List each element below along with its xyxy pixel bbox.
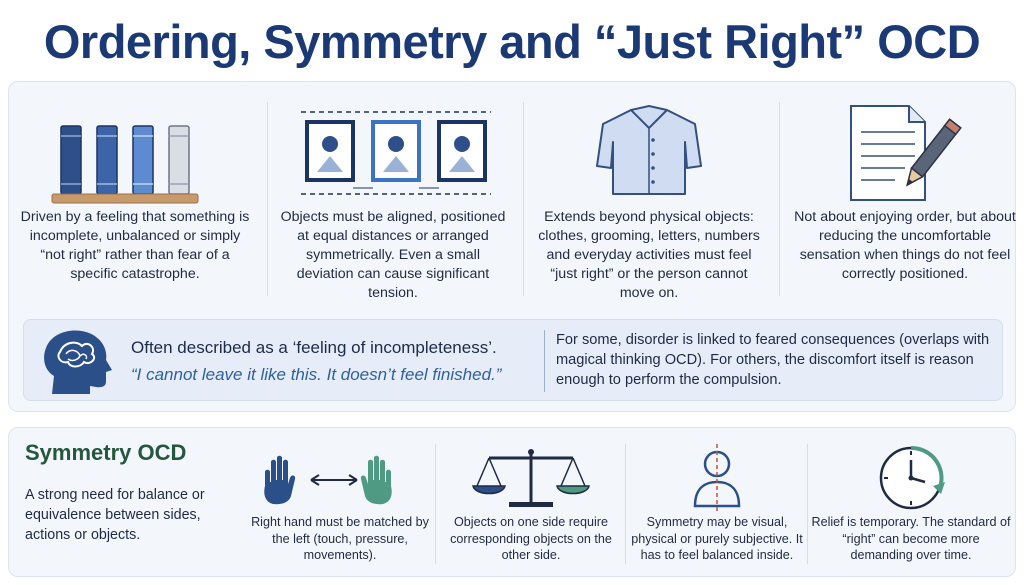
- top-column-4-text: Not about enjoying order, but about redu…: [794, 209, 1016, 282]
- divider: [544, 330, 545, 392]
- symmetry-column-4: Relief is temporary. The standard of “ri…: [811, 428, 1011, 578]
- symmetry-column-4-text: Relief is temporary. The standard of “ri…: [811, 515, 1011, 562]
- symmetry-column-1-text: Right hand must be matched by the left (…: [251, 515, 429, 562]
- banner-quote: “I cannot leave it like this. It doesn’t…: [131, 365, 502, 384]
- divider: [779, 102, 780, 296]
- top-column-4: Not about enjoying order, but about redu…: [779, 82, 1024, 296]
- divider: [807, 444, 808, 564]
- top-column-1-text: Driven by a feeling that something is in…: [20, 209, 250, 282]
- aligned-picture-frames-icon: [267, 96, 519, 206]
- symmetry-column-3-text: Symmetry may be visual, physical or pure…: [631, 515, 803, 562]
- banner-right-text: For some, disorder is linked to feared c…: [556, 332, 990, 388]
- document-pencil-icon: [779, 96, 1024, 206]
- symmetry-panel: Symmetry OCD A strong need for balance o…: [8, 427, 1016, 577]
- symmetry-column-2: Objects on one side require correspondin…: [439, 428, 623, 578]
- matched-hands-icon: [247, 442, 433, 514]
- page-title: Ordering, Symmetry and “Just Right” OCD: [43, 15, 981, 68]
- symmetric-person-icon: [629, 442, 805, 514]
- divider: [267, 102, 268, 296]
- top-column-3-text: Extends beyond physical objects: clothes…: [538, 209, 760, 301]
- symmetry-title: Symmetry OCD: [25, 440, 187, 465]
- top-column-3: Extends beyond physical objects: clothes…: [523, 82, 775, 301]
- symmetry-description: A strong need for balance or equivalence…: [25, 487, 205, 543]
- shirt-icon: [523, 96, 775, 206]
- divider: [625, 444, 626, 564]
- divider: [523, 102, 524, 296]
- banner-heading: Often described as a ‘feeling of incompl…: [131, 338, 497, 357]
- top-column-2-text: Objects must be aligned, positioned at e…: [280, 209, 506, 301]
- books-on-shelf-icon: [9, 96, 261, 206]
- balance-scale-icon: [439, 442, 623, 514]
- divider: [435, 444, 436, 564]
- top-column-2: Objects must be aligned, positioned at e…: [267, 82, 519, 301]
- incompleteness-banner: Often described as a ‘feeling of incompl…: [23, 319, 1003, 401]
- symmetry-column-1: Right hand must be matched by the left (…: [247, 428, 433, 578]
- symmetry-column-2-text: Objects on one side require correspondin…: [450, 515, 612, 562]
- clock-refresh-icon: [811, 442, 1011, 514]
- top-column-1: Driven by a feeling that something is in…: [9, 82, 261, 296]
- head-tangle-icon: [38, 326, 118, 396]
- top-panel: Driven by a feeling that something is in…: [8, 81, 1016, 412]
- symmetry-column-3: Symmetry may be visual, physical or pure…: [629, 428, 805, 578]
